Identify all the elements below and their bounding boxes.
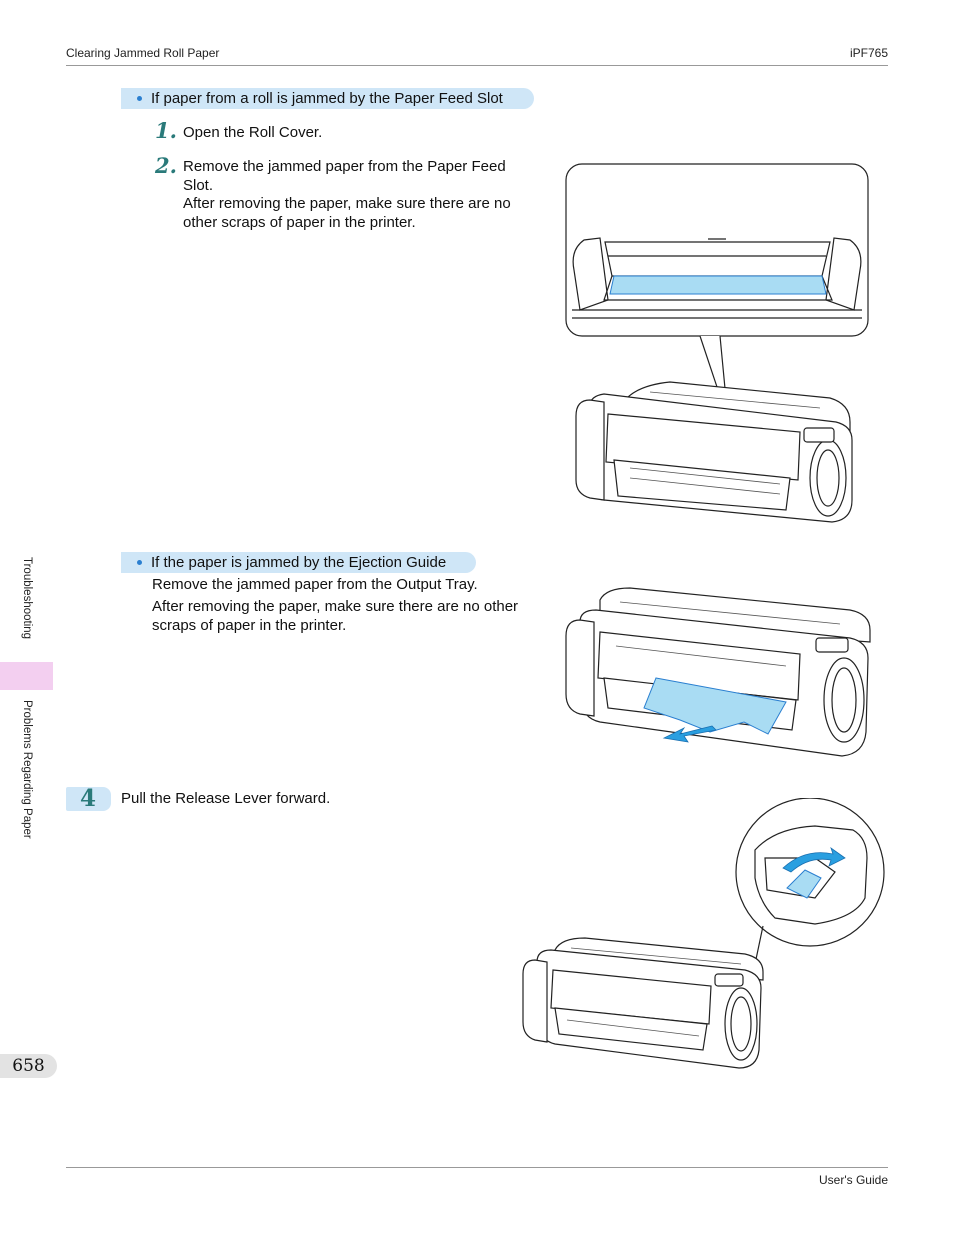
step-1-text: Open the Roll Cover. <box>183 124 323 141</box>
footer-guide-name: User's Guide <box>819 1173 888 1187</box>
step-4-number: 4 <box>80 785 97 812</box>
step-2-note: After removing the paper, make sure ther… <box>183 195 511 231</box>
section-side-tab: Problems Regarding Paper <box>21 700 33 839</box>
running-header-model: iPF765 <box>849 46 888 60</box>
step-4-text: Pull the Release Lever forward. <box>121 790 331 807</box>
bullet-icon <box>137 560 142 565</box>
footer-divider <box>66 1167 888 1168</box>
ejection-note: After removing the paper, make sure ther… <box>152 598 519 634</box>
release-lever-shape <box>786 869 822 899</box>
feed-slot-jam-illustration <box>565 163 869 523</box>
step-2-number: 2. <box>155 153 177 178</box>
output-tray-jam-illustration <box>565 587 871 757</box>
ejection-instruction: Remove the jammed paper from the Output … <box>152 576 478 593</box>
chapter-side-tab: Troubleshooting <box>21 557 33 640</box>
lever-motion-arrow <box>782 846 846 873</box>
release-lever-illustration <box>522 798 885 1069</box>
subheading-feed-slot-text: If paper from a roll is jammed by the Pa… <box>151 90 503 107</box>
pull-direction-arrow <box>662 725 717 743</box>
subheading-feed-slot: If paper from a roll is jammed by the Pa… <box>121 88 534 109</box>
side-tab-marker <box>0 662 53 690</box>
step-4-badge: 4 <box>66 785 111 812</box>
jammed-paper-pulled <box>643 677 787 735</box>
step-2-text: Remove the jammed paper from the Paper F… <box>183 158 506 194</box>
jammed-paper-shape <box>609 275 827 295</box>
page-number: 658 <box>0 1054 57 1078</box>
subheading-ejection-guide: If the paper is jammed by the Ejection G… <box>121 552 476 573</box>
bullet-icon <box>137 96 142 101</box>
header-divider <box>66 65 888 66</box>
step-1-number: 1. <box>155 118 177 143</box>
subheading-ejection-guide-text: If the paper is jammed by the Ejection G… <box>151 554 447 571</box>
running-header-title: Clearing Jammed Roll Paper <box>66 46 220 60</box>
